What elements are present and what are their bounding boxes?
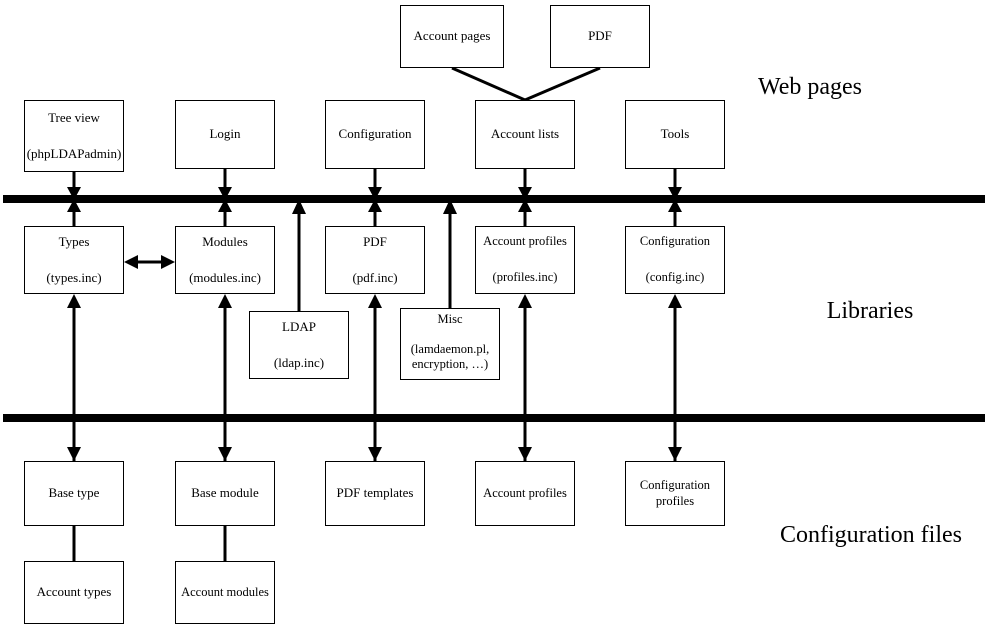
- connector-modules-up-to-bar: [218, 199, 232, 226]
- node-pdf-source-label: PDF: [588, 28, 612, 44]
- node-tree-view-label: Tree view: [48, 109, 100, 125]
- connector-configuration-down-to-bar: [368, 169, 382, 200]
- section-label-web-pages-text: Web pages: [757, 74, 863, 100]
- node-account-profiles-lib-label: Account profiles: [483, 234, 567, 249]
- node-base-module[interactable]: Base module: [175, 461, 275, 526]
- node-base-module-label: Base module: [191, 485, 259, 501]
- node-misc-lib-sublabel: (lamdaemon.pl, encryption, …): [410, 341, 490, 372]
- node-account-profiles-lib-sublabel: (profiles.inc): [492, 270, 558, 284]
- node-tools[interactable]: Tools: [625, 100, 725, 169]
- node-account-profiles-files-label: Account profiles: [483, 485, 567, 500]
- connector-tools-down-to-bar: [668, 169, 682, 200]
- node-types-lib[interactable]: Types (types.inc): [24, 226, 124, 294]
- node-pdf-templates-label: PDF templates: [336, 485, 414, 501]
- node-types-lib-sublabel: (types.inc): [46, 270, 102, 285]
- node-account-profiles-files[interactable]: Account profiles: [475, 461, 575, 526]
- connector-pdf-to-account-lists: [524, 66, 601, 102]
- node-ldap-lib-label: LDAP: [282, 318, 316, 334]
- connector-bar-down-to-pdf-templates: [368, 418, 382, 461]
- node-account-modules-label: Account modules: [181, 584, 269, 599]
- node-tree-view[interactable]: Tree view (phpLDAPadmin): [24, 100, 124, 172]
- node-configuration-profiles-sublabel: profiles: [655, 493, 695, 508]
- connector-configuration-lib-up-to-bar: [668, 199, 682, 226]
- node-pdf-lib-label: PDF: [363, 233, 387, 249]
- section-label-configuration-files-text: Configuration files: [780, 522, 962, 548]
- node-ldap-lib-sublabel: (ldap.inc): [273, 355, 325, 370]
- connector-bar-down-to-base-type: [67, 418, 81, 461]
- node-base-type[interactable]: Base type: [24, 461, 124, 526]
- node-account-pages-label: Account pages: [413, 28, 491, 44]
- node-account-types[interactable]: Account types: [24, 561, 124, 624]
- connector-login-down-to-bar: [218, 169, 232, 200]
- node-types-lib-label: Types: [58, 233, 90, 249]
- node-pdf-lib[interactable]: PDF (pdf.inc): [325, 226, 425, 294]
- node-configuration-profiles-label: Configuration: [639, 477, 711, 492]
- connector-pdf-lib-up-to-bar: [368, 199, 382, 226]
- node-modules-lib-sublabel: (modules.inc): [189, 270, 261, 285]
- node-modules-lib[interactable]: Modules (modules.inc): [175, 226, 275, 294]
- node-login[interactable]: Login: [175, 100, 275, 169]
- node-misc-lib-label: Misc: [437, 312, 463, 326]
- node-tools-label: Tools: [660, 126, 690, 142]
- node-configuration-lib-sublabel: (config.inc): [645, 270, 705, 284]
- node-modules-lib-label: Modules: [202, 233, 248, 249]
- node-pdf-source[interactable]: PDF: [550, 5, 650, 68]
- connector-ldap-up-to-bar: [292, 199, 306, 311]
- node-configuration-page[interactable]: Configuration: [325, 100, 425, 169]
- connector-account-pages-to-account-lists: [451, 66, 526, 102]
- node-account-lists-label: Account lists: [490, 126, 560, 142]
- node-login-label: Login: [209, 126, 241, 142]
- section-label-web-pages: Web pages: [710, 74, 910, 101]
- connector-bar-down-to-base-module: [218, 418, 232, 461]
- connector-account-profiles-up-to-bar: [518, 199, 532, 226]
- node-pdf-lib-sublabel: (pdf.inc): [352, 270, 398, 285]
- connector-types-up-to-bar: [67, 199, 81, 226]
- section-label-libraries-text: Libraries: [826, 298, 914, 324]
- node-pdf-templates[interactable]: PDF templates: [325, 461, 425, 526]
- node-account-pages[interactable]: Account pages: [400, 5, 504, 68]
- node-configuration-page-label: Configuration: [338, 126, 412, 142]
- node-configuration-profiles[interactable]: Configuration profiles: [625, 461, 725, 526]
- node-base-type-label: Base type: [48, 485, 100, 501]
- connector-bar-down-to-configuration-profiles: [668, 418, 682, 461]
- connector-bar-down-to-account-profiles: [518, 418, 532, 461]
- node-configuration-lib-label: Configuration: [639, 234, 711, 249]
- node-account-profiles-lib[interactable]: Account profiles (profiles.inc): [475, 226, 575, 294]
- connector-misc-up-to-bar: [443, 199, 457, 308]
- section-label-libraries: Libraries: [770, 298, 970, 325]
- node-misc-lib[interactable]: Misc (lamdaemon.pl, encryption, …): [400, 308, 500, 380]
- node-tree-view-sublabel: (phpLDAPadmin): [26, 146, 122, 161]
- node-account-types-label: Account types: [36, 584, 112, 600]
- connector-types-modules-bidirectional: [124, 255, 175, 269]
- section-label-configuration-files: Configuration files: [756, 522, 986, 549]
- connector-tree-view-down-to-bar: [67, 172, 81, 200]
- connector-account-lists-down-to-bar: [518, 169, 532, 200]
- node-configuration-lib[interactable]: Configuration (config.inc): [625, 226, 725, 294]
- node-ldap-lib[interactable]: LDAP (ldap.inc): [249, 311, 349, 379]
- node-account-modules[interactable]: Account modules: [175, 561, 275, 624]
- node-account-lists[interactable]: Account lists: [475, 100, 575, 169]
